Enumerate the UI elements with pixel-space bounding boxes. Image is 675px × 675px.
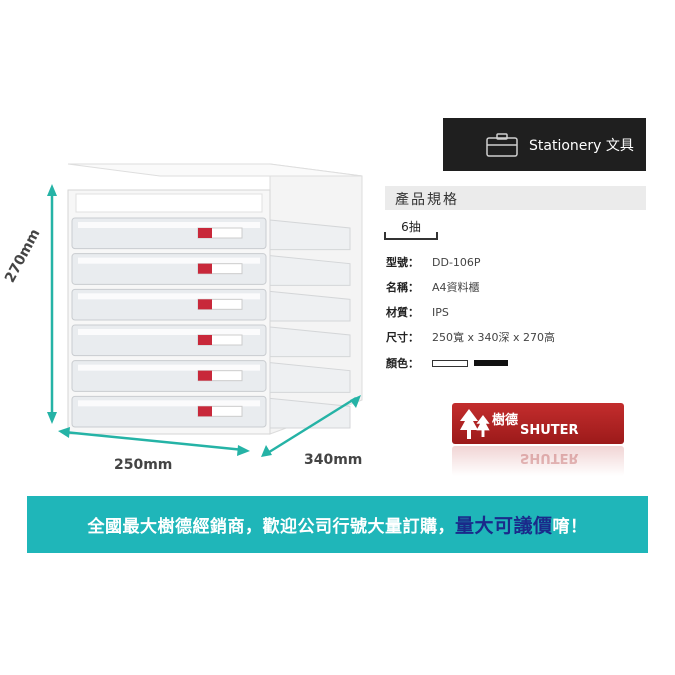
drawer-highlight [78, 257, 260, 264]
drawer-red-tag [198, 406, 212, 417]
spec-row-material: 材質： IPS [386, 303, 449, 321]
promo-banner: 全國最大樹德經銷商，歡迎公司行號大量訂購，量大可議價唷！ [27, 496, 648, 553]
drawer-red-tag [198, 263, 212, 274]
spec-row-color: 顏色： [386, 354, 514, 372]
drawer-count-label: 6抽 [401, 220, 421, 234]
spec-value: IPS [432, 305, 449, 319]
shuter-logo: 樹德 SHUTER [452, 403, 624, 444]
drawer-highlight [78, 293, 260, 300]
drawer-count-tab[interactable]: 6抽 [384, 218, 438, 240]
spec-value: 250寬 x 340深 x 270高 [432, 331, 555, 344]
banner-text-after: 唷！ [552, 517, 588, 537]
category-label: Stationery 文具 [529, 137, 634, 154]
cabinet-top-panel [67, 163, 363, 177]
drawer-side [269, 362, 351, 393]
logo-chinese: 樹德 [492, 413, 519, 428]
width-arrow [63, 430, 245, 452]
drawer-side [269, 326, 351, 358]
logo-reflection: SHUTER [452, 446, 624, 476]
drawer-red-tag [198, 228, 212, 238]
color-swatch-white[interactable] [432, 359, 468, 367]
spec-key: 尺寸： [386, 331, 419, 344]
drawer-highlight [78, 329, 260, 335]
banner-text-before: 全國最大樹德經銷商，歡迎公司行號大量訂購， [87, 517, 455, 537]
drawer-red-tag [198, 335, 212, 345]
spec-heading-text: 產品規格 [395, 192, 459, 208]
spec-value: DD-106P [432, 255, 481, 269]
depth-dimension-label: 340mm [304, 452, 363, 468]
drawer-red-tag [198, 299, 212, 310]
drawer-side [269, 219, 351, 251]
product-illustration [47, 163, 363, 457]
banner-text-highlight: 量大可議價 [454, 515, 553, 537]
spec-key: 型號： [386, 256, 419, 269]
drawer-highlight [78, 400, 260, 407]
tree-icon [460, 409, 478, 439]
banner-text: 全國最大樹德經銷商，歡迎公司行號大量訂購，量大可議價唷！ [87, 511, 587, 538]
depth-arrow [265, 396, 357, 456]
spec-key: 材質： [386, 306, 419, 319]
drawer-highlight [78, 222, 260, 228]
spec-key: 顏色： [386, 357, 419, 370]
color-swatch-black[interactable] [474, 360, 508, 366]
drawer-red-tag [198, 370, 212, 381]
drawer-side [269, 397, 351, 429]
logo-brand: SHUTER [520, 423, 579, 438]
spec-row-model: 型號： DD-106P [386, 253, 481, 271]
drawer-side [269, 290, 351, 322]
spec-row-size: 尺寸： 250寬 x 340深 x 270高 [386, 328, 555, 346]
tree-icon [476, 415, 490, 437]
drawer-highlight [78, 364, 260, 371]
spec-key: 名稱： [386, 281, 419, 294]
width-dimension-label: 250mm [114, 457, 173, 473]
spec-heading: 產品規格 [385, 186, 646, 210]
logo-brand-reflection: SHUTER [520, 450, 579, 465]
category-badge[interactable]: Stationery 文具 [443, 118, 646, 171]
spec-value: A4資料櫃 [432, 281, 480, 294]
drawer-side [269, 255, 351, 286]
briefcase-icon [486, 132, 518, 157]
spec-row-name: 名稱： A4資料櫃 [386, 278, 480, 296]
